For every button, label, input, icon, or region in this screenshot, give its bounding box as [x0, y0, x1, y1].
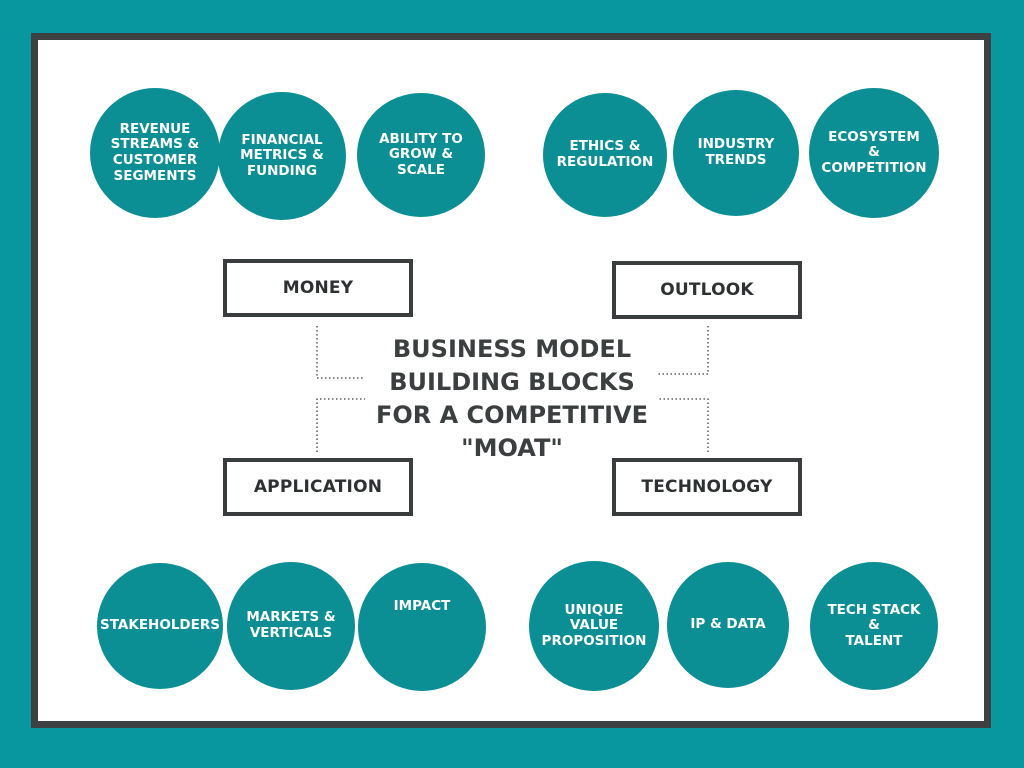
diagram-title: BUSINESS MODEL BUILDING BLOCKS FOR A COM… — [375, 335, 648, 462]
technology-item-ip-data: IP & DATA — [667, 562, 789, 688]
application-item-markets-verticals: MARKETS & VERTICALS — [227, 562, 355, 690]
money-item-revenue-streams: REVENUE STREAMS & CUSTOMER SEGMENTS — [90, 88, 220, 218]
money-item-ability-to-grow: ABILITY TO GROW & SCALE — [357, 93, 485, 217]
connector-outlook — [658, 326, 709, 375]
connector-application — [316, 398, 365, 452]
technology-item-unique-value-proposition: UNIQUE VALUE PROPOSITION — [529, 561, 659, 691]
application-item-stakeholders: STAKEHOLDERS — [97, 563, 223, 689]
outlook-item-ecosystem-competition: ECOSYSTEM & COMPETITION — [809, 88, 939, 218]
category-box-outlook: OUTLOOK — [612, 261, 802, 319]
connector-money — [316, 326, 365, 379]
category-box-application: APPLICATION — [223, 458, 413, 516]
application-item-impact: IMPACT — [358, 563, 486, 691]
money-item-financial-metrics: FINANCIAL METRICS & FUNDING — [218, 92, 346, 220]
category-box-money: MONEY — [223, 259, 413, 317]
outlook-item-ethics-regulation: ETHICS & REGULATION — [543, 93, 667, 217]
outlook-item-industry-trends: INDUSTRY TRENDS — [673, 90, 799, 216]
category-box-technology: TECHNOLOGY — [612, 458, 802, 516]
technology-item-tech-stack-talent: TECH STACK & TALENT — [810, 562, 938, 690]
connector-technology — [658, 398, 709, 452]
